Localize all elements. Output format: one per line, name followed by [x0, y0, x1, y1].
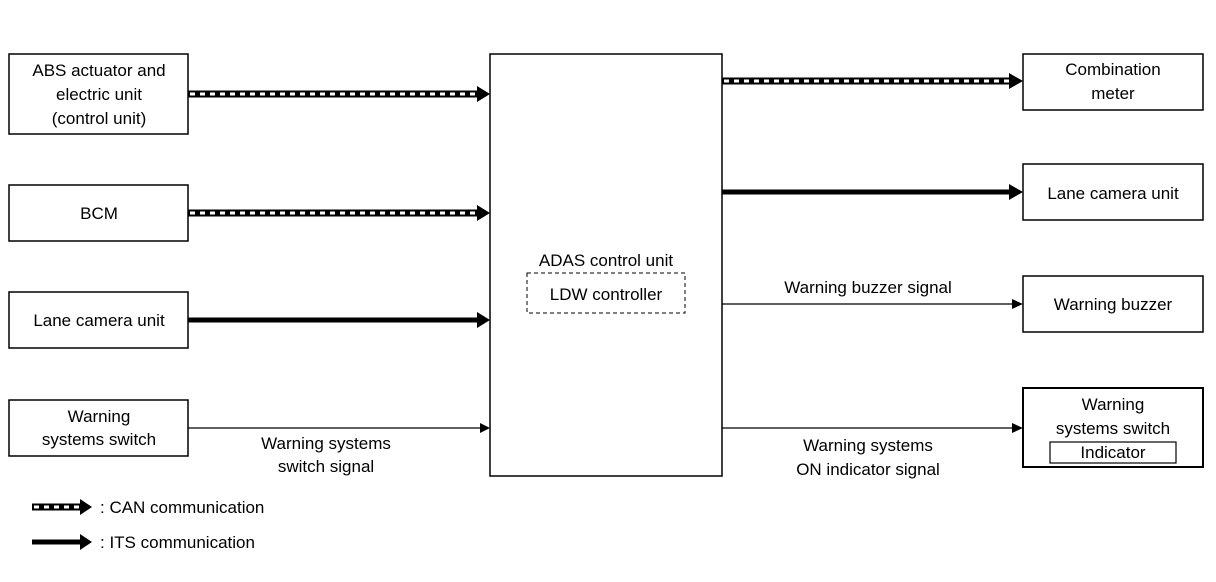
abs-label-3: (control unit): [52, 109, 146, 128]
bcm-box: BCM: [8, 184, 189, 242]
can-arrow-bcm: [188, 205, 490, 221]
indicator-box: [1049, 441, 1177, 464]
can-arrow-abs: [188, 86, 490, 102]
switch-signal-label-1: Warning systems: [261, 434, 391, 453]
warning-buzzer-label: Warning buzzer: [1054, 295, 1173, 314]
switch-signal-label-2: switch signal: [278, 457, 374, 476]
its-arrow-lane-camera-input: [188, 312, 490, 328]
adas-title: ADAS control unit: [539, 251, 673, 270]
warning-switch-output-label-2: systems switch: [1056, 419, 1170, 438]
warning-switch-input-label-2: systems switch: [42, 430, 156, 449]
ldw-controller-box: [526, 272, 686, 314]
warning-switch-output-box: Warning systems switch Indicator: [1022, 387, 1204, 468]
lane-camera-output-label: Lane camera unit: [1047, 184, 1179, 203]
ldw-controller-label: LDW controller: [550, 285, 663, 304]
legend-can-label: : CAN communication: [100, 498, 264, 517]
combination-meter-label-1: Combination: [1065, 60, 1160, 79]
adas-control-unit-box: ADAS control unit LDW controller: [489, 53, 723, 477]
on-indicator-signal-label-2: ON indicator signal: [796, 460, 940, 479]
abs-actuator-box: ABS actuator and electric unit (control …: [8, 53, 189, 135]
legend-its-label: : ITS communication: [100, 533, 255, 552]
legend-its-arrow-icon: [32, 534, 92, 550]
switch-signal-arrow: [188, 423, 490, 433]
abs-label-1: ABS actuator and: [32, 61, 165, 80]
warning-buzzer-box: Warning buzzer: [1022, 275, 1204, 333]
on-indicator-signal-label-1: Warning systems: [803, 436, 933, 455]
buzzer-signal-arrow: [722, 299, 1023, 309]
can-arrow-combination-meter: [722, 73, 1023, 89]
combination-meter-label-2: meter: [1091, 84, 1135, 103]
legend-can-arrow-icon: [32, 499, 92, 515]
abs-label-2: electric unit: [56, 85, 142, 104]
lane-camera-input-box: Lane camera unit: [8, 291, 189, 349]
warning-switch-output-label-1: Warning: [1082, 395, 1145, 414]
lane-camera-input-label: Lane camera unit: [33, 311, 165, 330]
bcm-label: BCM: [80, 204, 118, 223]
lane-camera-output-box: Lane camera unit: [1022, 163, 1204, 221]
warning-switch-input-label-1: Warning: [68, 407, 131, 426]
indicator-label: Indicator: [1080, 443, 1146, 462]
combination-meter-box: Combination meter: [1022, 53, 1204, 111]
its-arrow-lane-camera-output: [722, 184, 1023, 200]
warning-switch-input-box: Warning systems switch: [8, 399, 189, 457]
buzzer-signal-label: Warning buzzer signal: [784, 278, 952, 297]
on-indicator-signal-arrow: [722, 423, 1023, 433]
